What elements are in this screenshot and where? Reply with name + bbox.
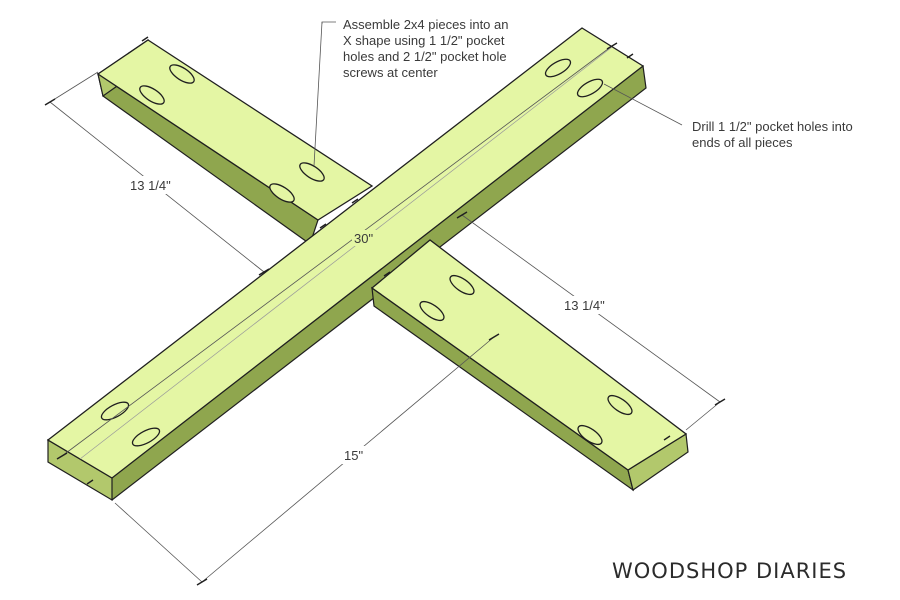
board-center-line — [79, 46, 613, 460]
tick — [56, 452, 68, 460]
annotation-right-line: ends of all pieces — [692, 135, 793, 150]
dimension-label-bottom: 15" — [344, 448, 363, 463]
dimension-line-bottom — [114, 502, 203, 583]
extension-line — [685, 401, 721, 431]
pocket-hole — [449, 274, 475, 296]
tick — [383, 271, 391, 277]
pocket-hole — [139, 85, 165, 105]
annotation-top-line: screws at center — [343, 65, 438, 80]
dimension-ticks — [44, 36, 726, 586]
tick — [456, 211, 468, 219]
pocket-hole — [100, 401, 130, 421]
tick — [44, 98, 56, 106]
tick — [196, 578, 208, 586]
tick — [86, 479, 94, 485]
pocket-hole — [544, 58, 572, 78]
annotation-top-line: X shape using 1 1/2" pocket — [343, 33, 505, 48]
tick — [663, 435, 671, 441]
upper-left-board — [96, 39, 374, 245]
tick — [258, 268, 270, 276]
lower-right-board-top — [370, 239, 688, 471]
extension-line — [49, 71, 99, 103]
tick — [626, 53, 634, 59]
pocket-hole — [299, 162, 325, 182]
pocket-hole — [419, 300, 445, 322]
tick — [488, 333, 500, 341]
upper-left-board-top — [96, 39, 374, 221]
tick — [351, 198, 359, 204]
pocket-hole — [169, 64, 195, 84]
annotation-top: Assemble 2x4 pieces into an X shape usin… — [343, 17, 508, 80]
tick — [141, 36, 149, 42]
dimension-label-center: 30" — [354, 231, 373, 246]
pocket-hole — [131, 427, 161, 447]
brand-logo-text: WOODSHOP DIARIES — [612, 559, 847, 583]
lower-right-board — [370, 239, 689, 492]
annotation-right: Drill 1 1/2" pocket holes into ends of a… — [692, 119, 853, 150]
dimension-label-right: 13 1/4" — [564, 298, 605, 313]
long-board — [46, 27, 647, 502]
annotation-right-line: Drill 1 1/2" pocket holes into — [692, 119, 853, 134]
dimension-label-upper-left: 13 1/4" — [130, 178, 171, 193]
pocket-hole — [607, 394, 633, 416]
annotation-top-line: holes and 2 1/2" pocket hole — [343, 49, 507, 64]
tick — [714, 398, 726, 406]
dimension-line-center — [61, 45, 613, 457]
annotation-top-line: Assemble 2x4 pieces into an — [343, 17, 508, 32]
pocket-hole — [577, 424, 603, 446]
tick — [319, 223, 327, 229]
dimension-labels: 13 1/4" 30" 13 1/4" 15" — [126, 176, 618, 464]
pocket-hole — [269, 183, 295, 203]
tick — [606, 42, 618, 50]
pocket-hole — [576, 78, 604, 98]
leader-line-right — [603, 83, 683, 126]
leader-line-top — [313, 21, 336, 167]
